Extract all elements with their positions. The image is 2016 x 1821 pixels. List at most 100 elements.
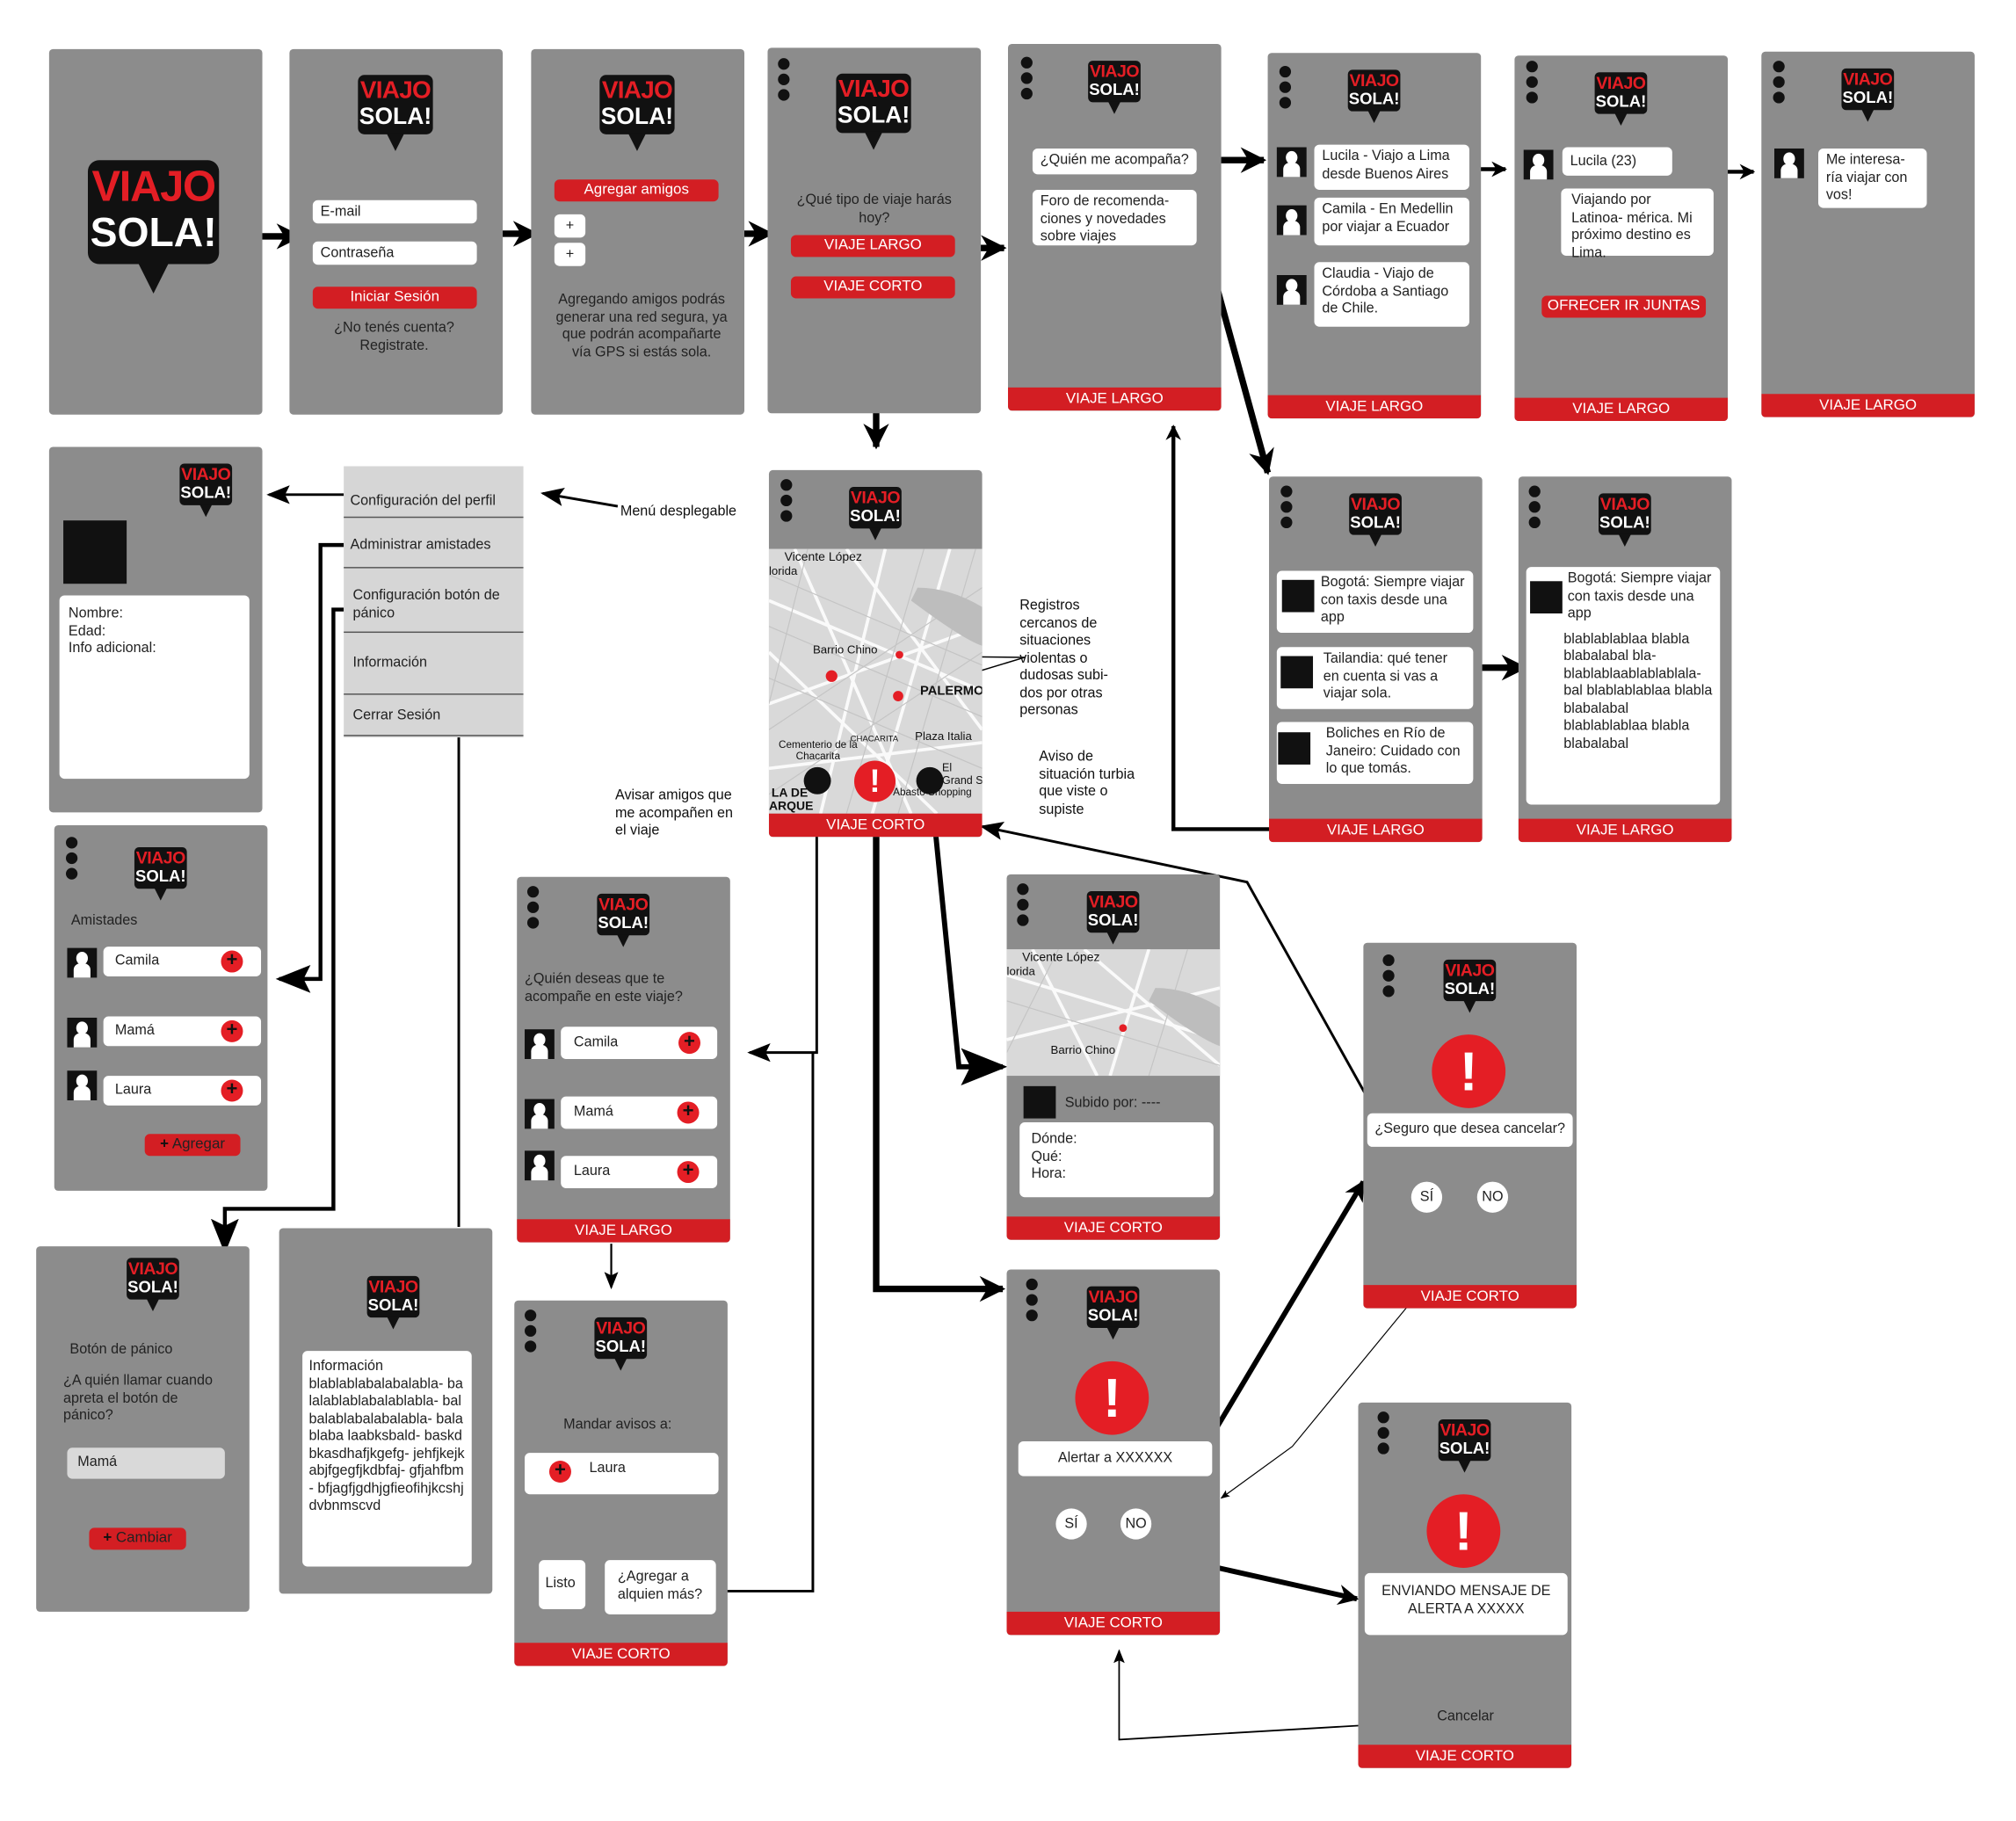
plus-icon[interactable]: + <box>678 1031 701 1055</box>
short-trip-tab[interactable]: VIAJE CORTO <box>1358 1745 1572 1768</box>
short-trip-tab[interactable]: VIAJE CORTO <box>768 813 983 838</box>
incident-marker[interactable] <box>1119 1024 1128 1033</box>
panic-button[interactable]: ! <box>854 760 896 802</box>
incident-marker[interactable] <box>896 650 903 659</box>
short-trip-tab[interactable]: VIAJE CORTO <box>514 1643 728 1666</box>
menu-icon[interactable] <box>1377 1411 1391 1458</box>
forum-detail-body: blablablablaa blabla blabalabal bla- bla… <box>1563 630 1713 751</box>
companion-item[interactable]: Camila - En Medellin por viajar a Ecuado… <box>1314 197 1469 246</box>
menu-icon[interactable] <box>1026 1278 1040 1325</box>
menu-icon[interactable] <box>525 1310 538 1356</box>
long-trip-tab[interactable]: VIAJE LARGO <box>1518 818 1732 843</box>
notify-friends-button[interactable] <box>803 766 831 794</box>
arrow-menu-panic <box>210 607 344 1254</box>
no-button[interactable]: NO <box>1476 1181 1509 1213</box>
menu-icon[interactable] <box>1017 883 1030 930</box>
map-label: Vicente López <box>1022 950 1100 965</box>
city-map[interactable]: Vicente López lorida Barrio Chino PALERM… <box>768 548 983 814</box>
menu-icon[interactable] <box>1280 485 1294 533</box>
done-button[interactable]: Listo <box>539 1560 586 1609</box>
long-trip-button[interactable]: VIAJE LARGO <box>790 235 955 258</box>
menu-item-profile-config[interactable]: Configuración del perfil <box>350 493 496 509</box>
companion-item[interactable]: Lucila - Viajo a Lima desde Buenos Aires <box>1314 144 1469 191</box>
incident-marker[interactable] <box>825 670 838 682</box>
plus-icon[interactable]: + <box>221 1019 243 1042</box>
forum-button[interactable]: Foro de recomenda- ciones y novedades so… <box>1032 190 1197 246</box>
plus-icon[interactable]: + <box>548 1460 571 1483</box>
long-trip-tab[interactable]: VIAJE LARGO <box>1007 387 1222 411</box>
panic-contact-field[interactable]: Mamá <box>67 1447 225 1479</box>
arrow-notify-pick <box>747 781 818 1063</box>
long-trip-tab[interactable]: VIAJE LARGO <box>1269 818 1483 843</box>
plus-icon[interactable]: + <box>677 1101 700 1124</box>
yes-button[interactable]: SÍ <box>1055 1508 1087 1540</box>
menu-item-friends[interactable]: Administrar amistades <box>350 537 491 553</box>
password-field[interactable]: Contraseña <box>312 241 477 265</box>
long-trip-tab[interactable]: VIAJE LARGO <box>1761 394 1975 417</box>
arrow-cancel-back <box>1113 1649 1428 1741</box>
long-trip-tab[interactable]: VIAJE LARGO <box>1267 395 1482 419</box>
panic-config-title: Botón de pánico <box>69 1341 173 1358</box>
short-trip-button[interactable]: VIAJE CORTO <box>790 276 955 299</box>
annotation-avisar: Avisar amigos que me acompañen en el via… <box>614 787 733 838</box>
menu-icon[interactable] <box>65 837 79 883</box>
report-map[interactable]: Vicente López lorida Barrio Chino <box>1006 949 1221 1077</box>
offer-go-together-button[interactable]: OFRECER IR JUNTAS <box>1541 295 1707 318</box>
menu-icon[interactable] <box>1382 954 1396 1001</box>
long-trip-tab[interactable]: VIAJE LARGO <box>1514 397 1729 422</box>
add-friend-button[interactable]: + Agregar <box>144 1134 241 1157</box>
cancel-button[interactable]: Cancelar <box>1437 1709 1494 1724</box>
who-accompanies-button[interactable]: ¿Quién me acompaña? <box>1032 148 1197 175</box>
arrow-menu-label <box>540 487 619 508</box>
register-link[interactable]: ¿No tenés cuenta? Registrate. <box>334 320 454 353</box>
menu-item-logout[interactable]: Cerrar Sesión <box>352 707 441 723</box>
change-contact-button[interactable]: + Cambiar <box>89 1527 186 1550</box>
info-body: blablablabalabalabla- balalablablabalabl… <box>308 1375 465 1514</box>
menu-icon[interactable] <box>1279 65 1293 112</box>
companion-name: Lucila (23) <box>1562 147 1672 176</box>
menu-item-info[interactable]: Información <box>352 655 427 671</box>
plus-icon[interactable]: + <box>677 1160 700 1184</box>
menu-icon[interactable] <box>778 58 791 105</box>
short-trip-tab[interactable]: VIAJE CORTO <box>1363 1285 1577 1309</box>
menu-icon[interactable] <box>1528 485 1542 533</box>
report-incident-button[interactable] <box>916 766 944 794</box>
menu-icon[interactable] <box>780 479 794 526</box>
no-button[interactable]: NO <box>1120 1508 1152 1540</box>
add-friend-slot-2[interactable]: + <box>554 243 586 266</box>
add-more-button[interactable]: ¿Agregar a alquien más? <box>605 1560 716 1614</box>
long-trip-tab[interactable]: VIAJE LARGO <box>517 1219 730 1243</box>
companion-item[interactable]: Claudia - Viajo de Córdoba a Santiago de… <box>1314 262 1469 327</box>
plus-icon[interactable]: + <box>221 1079 243 1102</box>
arrow-confirm-yes <box>979 822 1417 1184</box>
plus-icon[interactable]: + <box>221 950 243 973</box>
short-trip-tab[interactable]: VIAJE CORTO <box>1006 1216 1221 1240</box>
login-button[interactable]: Iniciar Sesión <box>312 287 477 309</box>
add-friend-slot-1[interactable]: + <box>554 214 586 238</box>
menu-icon[interactable] <box>1526 61 1540 107</box>
arrow-report-detail <box>927 780 1008 1085</box>
incident-marker[interactable] <box>893 691 903 701</box>
profile-fields[interactable]: Nombre: Edad: Info adicional: <box>59 595 250 780</box>
menu-icon[interactable] <box>1020 56 1034 104</box>
post-thumbnail <box>1280 656 1314 689</box>
short-trip-tab[interactable]: VIAJE CORTO <box>1006 1611 1221 1636</box>
add-friends-button[interactable]: Agregar amigos <box>554 179 719 202</box>
menu-item-panic-config[interactable]: Configuración botón de pánico <box>352 587 500 621</box>
menu-icon[interactable] <box>526 886 540 932</box>
email-field[interactable]: E-mail <box>312 200 477 224</box>
yes-button[interactable]: SÍ <box>1410 1181 1443 1213</box>
map-label: Barrio Chino <box>1050 1043 1116 1057</box>
map-label: PALERMO <box>919 684 983 699</box>
map-label: lorida <box>768 564 798 577</box>
panic-config-question: ¿A quién llamar cuando apreta el botón d… <box>63 1373 214 1424</box>
profile-photo[interactable] <box>63 520 127 584</box>
menu-icon[interactable] <box>1773 61 1787 107</box>
